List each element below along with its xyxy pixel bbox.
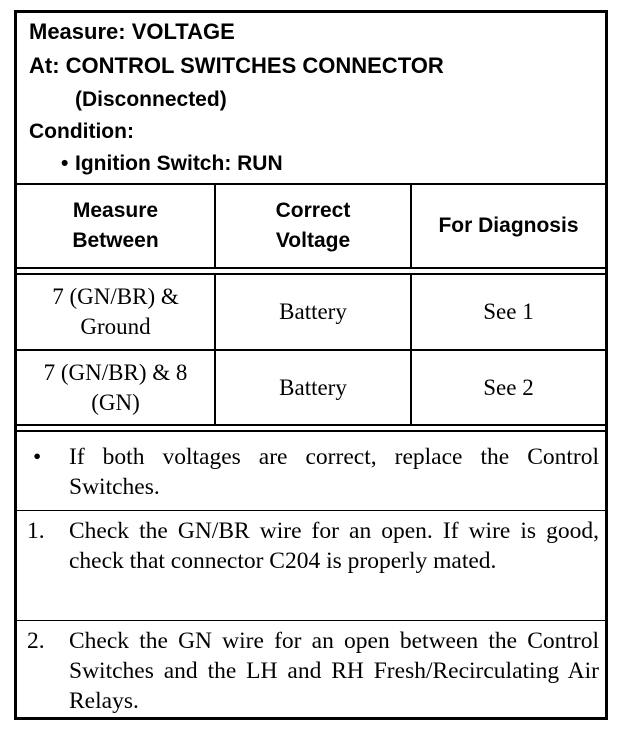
note-marker: •: [33, 444, 42, 470]
condition-item: • Ignition Switch: RUN: [61, 151, 283, 177]
table-rule: [17, 273, 605, 275]
correct-voltage-cell: Battery: [216, 275, 412, 349]
diagnosis-cell: See 1: [483, 299, 534, 324]
table-rule: [17, 349, 605, 351]
measure-between-cell: 7 (GN/BR) &Ground: [17, 275, 216, 349]
location-title: At: CONTROL SWITCHES CONNECTOR: [29, 53, 444, 78]
list-item: 1. Check the GN/BR wire for an open. If …: [27, 516, 599, 576]
note-marker: 2.: [27, 628, 45, 654]
note-divider: [17, 510, 605, 511]
table-row: 7 (GN/BR) & 8(GN) Battery See 2: [17, 351, 605, 424]
note-divider: [17, 620, 605, 621]
location-note: (Disconnected): [75, 88, 227, 111]
table-rule: [17, 267, 605, 269]
condition-text: Ignition Switch: RUN: [75, 152, 283, 175]
note-marker: 1.: [27, 518, 45, 544]
bullet-icon: •: [61, 152, 69, 175]
list-item: • If both voltages are correct, replace …: [27, 442, 599, 502]
note-text: Check the GN wire for an open between th…: [69, 628, 599, 714]
table-row: 7 (GN/BR) &Ground Battery See 1: [17, 275, 605, 349]
measure-title: Measure: VOLTAGE: [29, 19, 235, 44]
note-text: Check the GN/BR wire for an open. If wir…: [69, 518, 599, 574]
column-header-for-diagnosis: For Diagnosis: [438, 214, 579, 237]
list-item: 2. Check the GN wire for an open between…: [27, 626, 599, 716]
condition-label: Condition:: [29, 120, 134, 143]
table-rule: [17, 430, 605, 432]
procedure-header: Measure: VOLTAGE At: CONTROL SWITCHES CO…: [17, 13, 605, 185]
note-text: If both voltages are correct, replace th…: [69, 444, 599, 500]
correct-voltage-cell: Battery: [216, 351, 412, 424]
measure-between-cell: 7 (GN/BR) & 8(GN): [17, 351, 216, 424]
diagnosis-notes: • If both voltages are correct, replace …: [17, 434, 605, 717]
diagnostic-procedure-box: Measure: VOLTAGE At: CONTROL SWITCHES CO…: [14, 10, 608, 720]
diagnosis-cell: See 2: [483, 374, 534, 400]
table-rule: [17, 424, 605, 426]
